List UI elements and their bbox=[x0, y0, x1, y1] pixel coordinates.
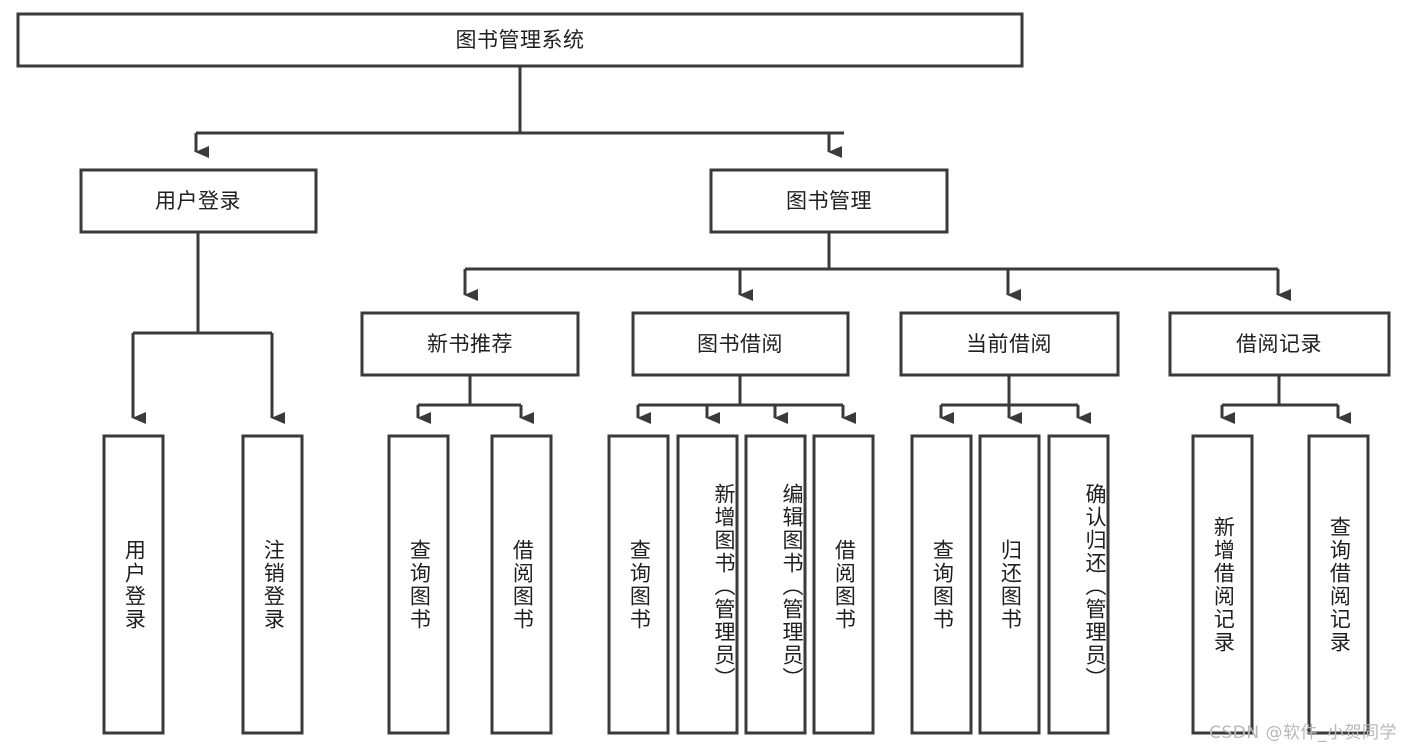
leaf-box-borrow-record-1[interactable] bbox=[1307, 434, 1370, 735]
node-book-borrow-label: 图书借阅 bbox=[697, 332, 783, 356]
node-borrow-record-label: 借阅记录 bbox=[1236, 332, 1322, 356]
leaf-box-book-borrow-3[interactable] bbox=[812, 434, 875, 735]
leaf-box-current-borrow-2[interactable] bbox=[1047, 434, 1110, 735]
leaf-box-current-borrow-1[interactable] bbox=[978, 434, 1041, 735]
connector-group-new-book bbox=[416, 375, 534, 424]
leaf-boxes-user-login bbox=[102, 434, 304, 735]
node-current-borrow-label: 当前借阅 bbox=[966, 332, 1052, 356]
csdn-watermark: CSDN @软件_小贺同学 bbox=[1209, 723, 1397, 743]
connector-group-root bbox=[194, 66, 844, 158]
node-user-login-label: 用户登录 bbox=[155, 189, 241, 213]
node-book-manage[interactable]: 图书管理 bbox=[709, 168, 949, 234]
node-user-login[interactable]: 用户登录 bbox=[79, 168, 318, 234]
leaf-boxes-borrow-record bbox=[1191, 434, 1370, 735]
leaf-boxes-new-book-recommend bbox=[387, 434, 553, 735]
node-book-borrow[interactable]: 图书借阅 bbox=[631, 311, 850, 377]
leaf-box-borrow-record-0[interactable] bbox=[1191, 434, 1254, 735]
leaf-box-user-login-1[interactable] bbox=[241, 434, 304, 735]
leaf-boxes-current-borrow bbox=[910, 434, 1110, 735]
connector-group-current-borrow bbox=[939, 375, 1091, 424]
node-borrow-record[interactable]: 借阅记录 bbox=[1168, 311, 1391, 377]
leaf-box-new-book-0[interactable] bbox=[387, 434, 450, 735]
connector-group-borrow-record bbox=[1220, 375, 1351, 424]
node-root-label: 图书管理系统 bbox=[456, 28, 585, 52]
connector-group-user-login bbox=[131, 232, 285, 424]
leaf-box-user-login-0[interactable] bbox=[102, 434, 165, 735]
node-new-book-recommend-label: 新书推荐 bbox=[427, 332, 513, 356]
connector-group-book-manage bbox=[463, 232, 1291, 301]
connector-group-book-borrow bbox=[636, 375, 856, 424]
node-root[interactable]: 图书管理系统 bbox=[16, 12, 1024, 68]
node-current-borrow[interactable]: 当前借阅 bbox=[899, 311, 1120, 377]
node-new-book-recommend[interactable]: 新书推荐 bbox=[360, 311, 580, 377]
node-book-manage-label: 图书管理 bbox=[786, 189, 872, 213]
leaf-boxes-book-borrow bbox=[607, 434, 875, 735]
leaf-box-book-borrow-2[interactable] bbox=[744, 434, 807, 735]
leaf-box-book-borrow-1[interactable] bbox=[676, 434, 739, 735]
leaf-box-book-borrow-0[interactable] bbox=[607, 434, 670, 735]
leaf-box-new-book-1[interactable] bbox=[490, 434, 553, 735]
leaf-box-current-borrow-0[interactable] bbox=[910, 434, 973, 735]
